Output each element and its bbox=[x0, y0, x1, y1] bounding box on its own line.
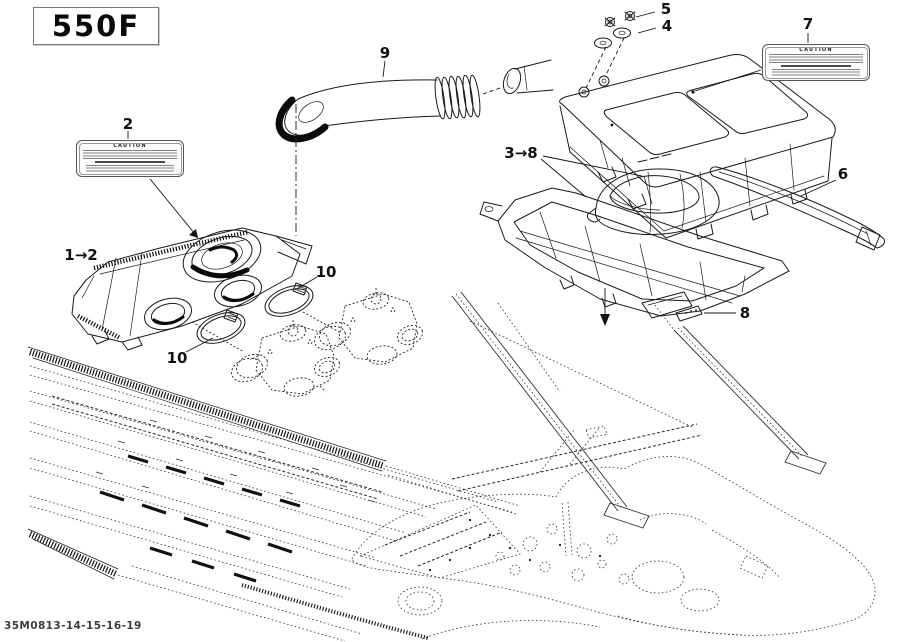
caution-fine-print bbox=[86, 164, 174, 173]
callout-3-8: 3→8 bbox=[504, 144, 538, 162]
callout-1-2: 1→2 bbox=[64, 246, 98, 264]
callout-5: 5 bbox=[660, 0, 672, 18]
caution-fine-print bbox=[83, 150, 177, 159]
clip-part-8 bbox=[675, 305, 703, 322]
inlet-snorkel bbox=[502, 59, 554, 95]
callout-7: 7 bbox=[802, 15, 814, 33]
chassis-tunnel bbox=[27, 346, 521, 642]
model-badge: 550F bbox=[33, 7, 159, 45]
chassis-bulkhead bbox=[241, 456, 876, 640]
hose-clamp-lower bbox=[196, 309, 246, 344]
callout-8: 8 bbox=[739, 304, 751, 322]
callout-9: 9 bbox=[379, 44, 391, 62]
air-silencer bbox=[71, 227, 313, 351]
airbox-lower-tray bbox=[479, 187, 790, 319]
caution-fine-print bbox=[772, 68, 860, 77]
callout-6: 6 bbox=[837, 165, 849, 183]
chassis-rear-frame bbox=[451, 291, 827, 529]
bolts-and-washers bbox=[585, 11, 636, 89]
callout-4: 4 bbox=[661, 17, 673, 35]
callout-10-lower: 10 bbox=[166, 349, 188, 367]
caution-subheading-bar bbox=[95, 160, 165, 163]
caution-decal-7: CAUTION bbox=[762, 44, 870, 81]
caution-subheading-bar bbox=[781, 64, 851, 67]
callout-10-upper: 10 bbox=[315, 263, 337, 281]
deflector-blade bbox=[709, 166, 885, 251]
intake-hose bbox=[275, 74, 504, 236]
caution-heading: CAUTION bbox=[799, 47, 833, 53]
caution-fine-print bbox=[769, 54, 863, 63]
callout-2: 2 bbox=[122, 115, 134, 133]
airbox-upper-half bbox=[559, 54, 836, 240]
hose-clamp-upper bbox=[264, 282, 314, 317]
leader-lines bbox=[127, 11, 837, 353]
model-badge-text: 550F bbox=[51, 9, 141, 43]
caution-heading: CAUTION bbox=[113, 143, 147, 149]
carburetor-right bbox=[314, 288, 424, 365]
document-code: 35M0813-14-15-16-19 bbox=[4, 620, 142, 632]
caution-decal-2: CAUTION bbox=[76, 140, 184, 177]
air-filter bbox=[587, 168, 720, 236]
carburetor-left bbox=[231, 320, 341, 397]
